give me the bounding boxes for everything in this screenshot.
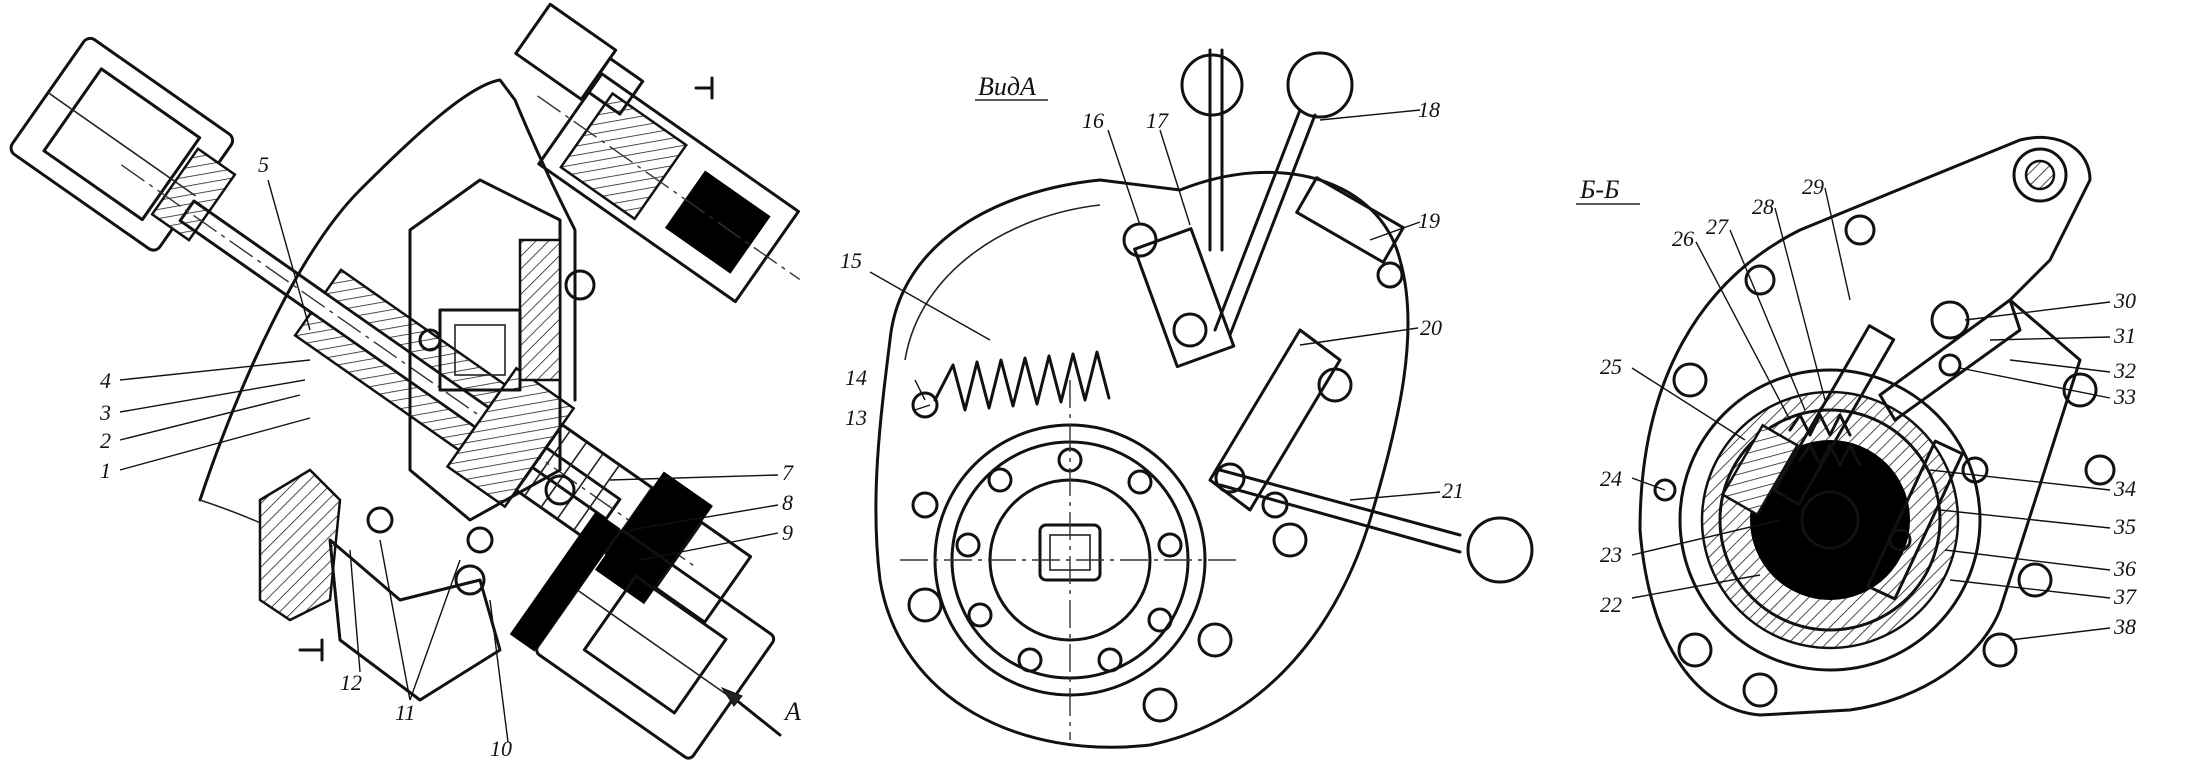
- label-22: 22: [1600, 592, 1622, 617]
- label-29: 29: [1802, 174, 1824, 199]
- section-title: Б-Б: [1579, 175, 1619, 204]
- label-24: 24: [1600, 466, 1622, 491]
- right-leaders: [1631, 187, 2111, 641]
- label-32: 32: [2113, 358, 2136, 383]
- label-33: 33: [2113, 384, 2136, 409]
- bolt-ring: [955, 447, 1183, 673]
- label-27: 27: [1706, 214, 1729, 239]
- label-2: 2: [100, 428, 111, 453]
- label-8: 8: [782, 490, 793, 515]
- label-36: 36: [2113, 556, 2136, 581]
- view-a-title: ВидА: [978, 72, 1036, 101]
- label-4: 4: [100, 368, 111, 393]
- label-14: 14: [845, 365, 867, 390]
- label-7: 7: [782, 460, 794, 485]
- label-18: 18: [1418, 97, 1440, 122]
- label-30: 30: [2113, 288, 2136, 313]
- label-10: 10: [490, 736, 512, 761]
- label-13: 13: [845, 405, 867, 430]
- label-37: 37: [2113, 584, 2137, 609]
- label-38: 38: [2113, 614, 2136, 639]
- label-21: 21: [1442, 478, 1464, 503]
- middle-leaders: [869, 109, 1441, 501]
- label-34: 34: [2113, 476, 2136, 501]
- label-17: 17: [1146, 108, 1169, 133]
- label-1: 1: [100, 458, 111, 483]
- label-26: 26: [1672, 226, 1694, 251]
- label-12: 12: [340, 670, 362, 695]
- label-19: 19: [1418, 208, 1440, 233]
- label-25: 25: [1600, 354, 1622, 379]
- label-23: 23: [1600, 542, 1622, 567]
- view-a-arrow-label: A: [783, 697, 801, 726]
- left-sectional-view: 1 2 3 4 5 7 8 9 10 11 12 A: [9, 2, 801, 761]
- left-leaders: [119, 179, 779, 743]
- label-28: 28: [1752, 194, 1774, 219]
- right-section-b-b: Б-Б: [1576, 135, 2137, 717]
- label-11: 11: [395, 700, 415, 725]
- label-15: 15: [840, 248, 862, 273]
- label-5: 5: [258, 152, 269, 177]
- middle-view-a: ВидА: [840, 48, 1534, 749]
- label-9: 9: [782, 520, 793, 545]
- label-20: 20: [1420, 315, 1442, 340]
- label-16: 16: [1082, 108, 1104, 133]
- label-3: 3: [99, 400, 111, 425]
- label-31: 31: [2113, 323, 2136, 348]
- label-35: 35: [2113, 514, 2136, 539]
